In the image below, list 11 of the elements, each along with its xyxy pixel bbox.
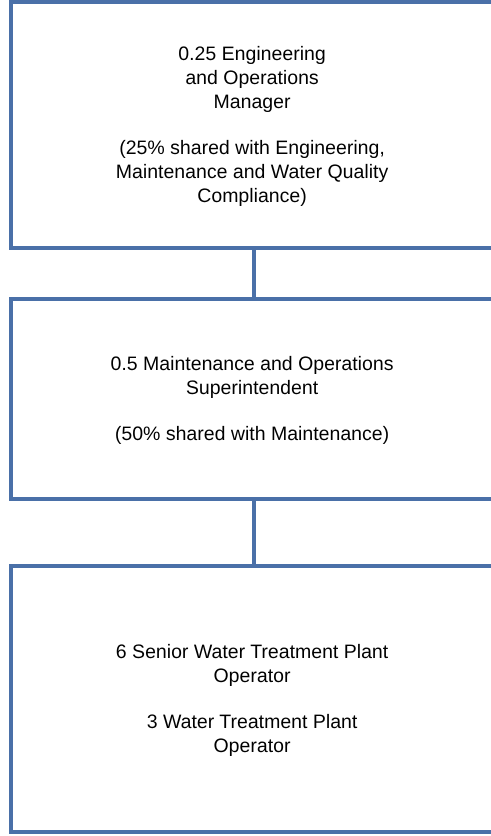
org-box	[9, 297, 491, 501]
org-box	[9, 0, 491, 250]
role-note: (50% shared with Maintenance)	[114, 422, 390, 446]
connector-line	[252, 501, 256, 564]
connector-line	[252, 250, 256, 297]
role-title: 0.5 Maintenance and Operations Superintendent	[110, 352, 394, 400]
role-title: 0.25 Engineering and Operations Manager	[177, 42, 327, 114]
org-box	[9, 564, 491, 834]
role-note: (25% shared with Engineering, Maintenance and Water Quality Compliance)	[114, 136, 390, 208]
role-note: 3 Water Treatment Plant Operator	[146, 710, 358, 758]
role-title: 6 Senior Water Treatment Plant Operator	[114, 640, 390, 688]
